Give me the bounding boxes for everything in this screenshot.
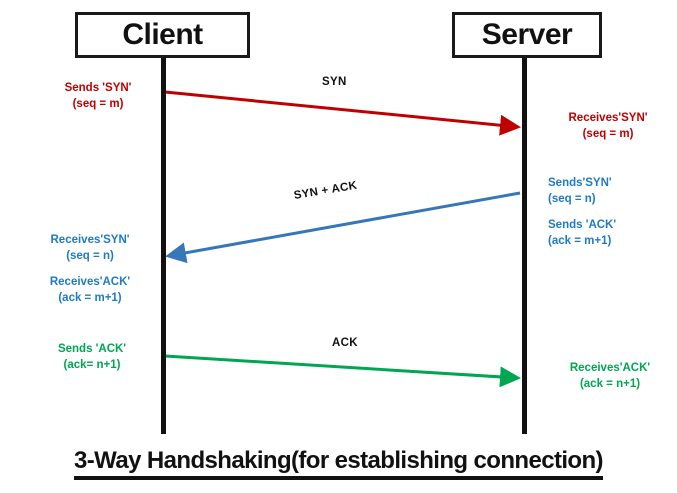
note-line: Receives'ACK'	[49, 276, 131, 288]
note-client-receives-syn-ack: Receives'SYN' (seq = n) Receives'ACK' (a…	[24, 232, 156, 306]
arrow-label-syn: SYN	[322, 76, 347, 88]
note-line: (seq = n)	[548, 193, 596, 205]
diagram-caption: 3-Way Handshaking(for establishing conne…	[0, 447, 677, 480]
note-server-receives-ack: Receives'ACK' (ack = n+1)	[548, 360, 672, 392]
server-lifeline	[522, 58, 527, 434]
note-line: Sends 'SYN'	[64, 82, 132, 94]
arrow-ack	[164, 354, 521, 388]
server-node: Server	[452, 12, 602, 58]
server-node-label: Server	[481, 18, 573, 51]
note-line: (seq = m)	[582, 128, 634, 140]
note-line: (ack = m+1)	[548, 235, 612, 247]
note-server-receives-syn: Receives'SYN' (seq = m)	[548, 110, 668, 142]
client-node-label: Client	[122, 18, 203, 51]
note-line: Sends 'ACK'	[548, 219, 617, 231]
note-line: (seq = m)	[72, 98, 124, 110]
note-client-sends-syn: Sends 'SYN' (seq = m)	[42, 80, 154, 112]
note-line: Sends 'ACK'	[57, 343, 127, 355]
client-node: Client	[75, 12, 250, 58]
note-line: Receives'SYN'	[568, 112, 648, 124]
note-line: (seq = n)	[66, 250, 114, 262]
arrow-syn	[164, 90, 521, 136]
note-line: (ack= n+1)	[63, 359, 121, 371]
note-line: (ack = n+1)	[579, 378, 641, 390]
note-line: (ack = m+1)	[58, 292, 122, 304]
arrow-label-ack: ACK	[332, 337, 358, 349]
note-server-sends-syn-ack: Sends'SYN' (seq = n) Sends 'ACK' (ack = …	[548, 175, 670, 249]
note-line: Sends'SYN'	[548, 177, 612, 189]
note-line: Receives'ACK'	[569, 362, 651, 374]
client-lifeline	[161, 58, 166, 434]
note-line: Receives'SYN'	[50, 234, 130, 246]
arrow-syn-ack	[165, 191, 521, 264]
diagram-caption-text: 3-Way Handshaking(for establishing conne…	[74, 447, 604, 480]
note-client-sends-ack: Sends 'ACK' (ack= n+1)	[30, 341, 154, 373]
